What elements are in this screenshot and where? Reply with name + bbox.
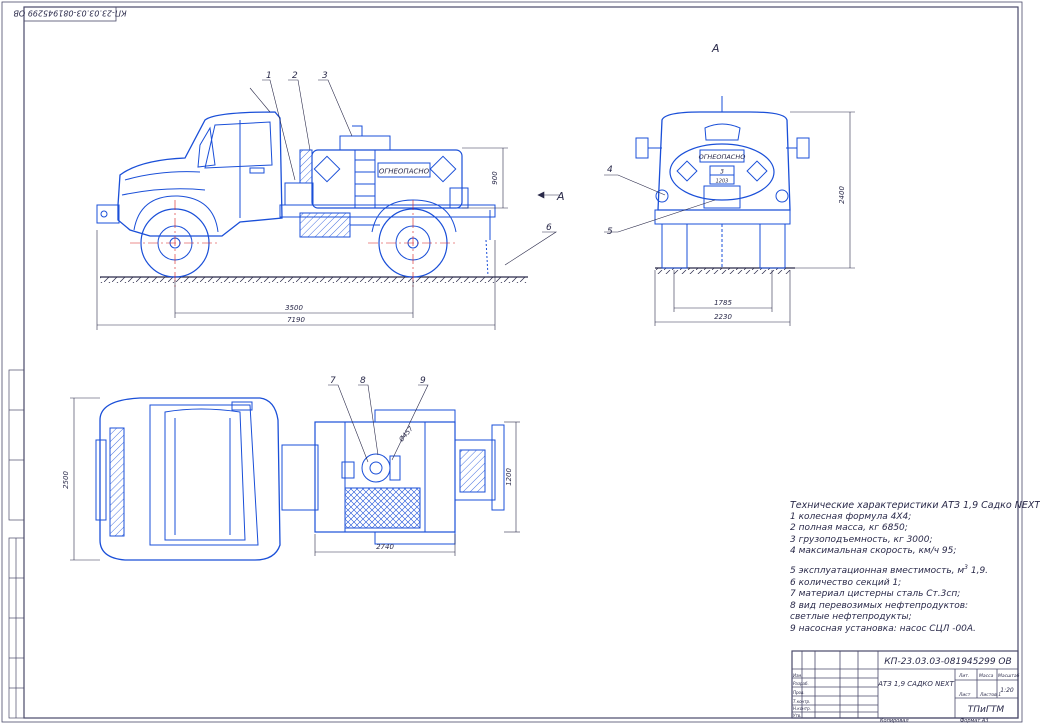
rear-dimensions (604, 111, 855, 326)
sheet-frame (1, 1, 1023, 723)
title-col-lit: Лит. (958, 673, 969, 679)
spec-line-6: 6 количество секций 1; (790, 577, 902, 588)
spec-line-9: 9 насосная установка: насос СЦЛ -00А. (790, 623, 976, 634)
title-sheet: Лист (958, 692, 971, 698)
title-doc-code: КП-23.03.03-081945299 ОВ (884, 657, 1011, 667)
dim-overall-length: 7190 (287, 316, 305, 324)
title-row-norm-control: Н.контр. (793, 706, 811, 711)
leader-4: 4 (607, 165, 613, 175)
plan-view (95, 397, 505, 561)
title-sheets: Листов 1 (979, 692, 1001, 698)
dim-wheelbase: 3500 (285, 304, 303, 312)
spec-line-3: 3 грузоподъемность, кг 3000; (790, 534, 933, 545)
dim-overall-height: 2400 (838, 186, 846, 204)
technical-specs: Технические характеристики АТЗ 1,9 Садко… (790, 500, 1040, 636)
leader-5: 5 (607, 227, 613, 237)
title-copied: Копировал (880, 718, 909, 724)
side-dimensions (96, 147, 560, 330)
svg-text:КП-23.03.03-081945299 ОВ: КП-23.03.03-081945299 ОВ (13, 9, 126, 18)
spec-line-5: 5 эксплуатационная вместимость, м3 1,9. (790, 562, 1020, 578)
leader-2: 2 (292, 71, 298, 81)
spec-line-2: 2 полная масса, кг 6850; (790, 523, 908, 534)
side-view: ОГНЕОПАСНО (96, 87, 528, 283)
dim-tank-height: 900 (491, 171, 499, 185)
title-col-mass: Масса (979, 673, 994, 679)
title-row-approved: Утв. (793, 713, 801, 718)
corner-stamp: КП-23.03.03-081945299 ОВ (13, 6, 127, 22)
spec-line-8b: светлые нефтепродукты; (790, 612, 912, 623)
title-row-tech-control: Т.контр. (793, 699, 810, 704)
section-mark: A (556, 190, 565, 203)
dim-rear-track: 1785 (714, 299, 732, 307)
title-col-scale: Масштаб (998, 673, 1020, 679)
spec-line-1: 1 колесная формула 4Х4; (790, 511, 912, 522)
title-scale: 1:20 (1000, 687, 1014, 694)
svg-text:1203: 1203 (716, 179, 729, 185)
spec-line-8: 8 вид перевозимых нефтепродуктов: (790, 600, 969, 611)
title-block (791, 650, 1019, 719)
spec-line-5-exp: 3 (964, 563, 968, 571)
svg-text:ОГНЕОПАСНО: ОГНЕОПАСНО (379, 168, 430, 176)
side-centerlines (130, 200, 458, 290)
title-format: Формат А3 (960, 718, 988, 724)
dim-overall-width: 2230 (714, 313, 732, 321)
title-name: АТЗ 1,9 САДКО NEXT (877, 680, 954, 688)
leader-7: 7 (330, 376, 336, 386)
rear-view: ОГНЕОПАСНО 3 1203 (635, 96, 810, 274)
rear-wheel (371, 199, 457, 278)
dim-tank-length: 2740 (376, 543, 394, 551)
svg-text:3: 3 (720, 169, 724, 176)
leader-1: 1 (266, 71, 272, 81)
view-label: A (711, 42, 720, 55)
spec-line-4: 4 максимальная скорость, км/ч 95; (790, 546, 957, 557)
svg-text:ОГНЕОПАСНО: ОГНЕОПАСНО (699, 153, 746, 161)
ground-line (100, 276, 528, 283)
fuel-tank-side: ОГНЕОПАСНО (311, 125, 463, 209)
dim-plan-width: 2500 (62, 471, 70, 489)
plan-dimensions (70, 384, 520, 561)
leader-6: 6 (546, 223, 552, 233)
title-row-change: Изм. (793, 673, 802, 678)
leader-3: 3 (322, 71, 328, 81)
dim-tank-width: 1200 (505, 468, 513, 486)
spec-line-7: 7 материал цистерны сталь Ст.3сп; (790, 589, 961, 600)
truck-cab (96, 87, 283, 237)
left-margin-strip (8, 369, 25, 719)
title-row-checker: Пров. (793, 690, 805, 695)
spec-line-5-text: 5 эксплуатационная вместимость, м (790, 565, 965, 576)
leader-lines-side (262, 79, 558, 266)
leader-8: 8 (360, 376, 366, 386)
title-org: ТПиГТМ (968, 705, 1005, 715)
leader-9: 9 (420, 376, 426, 386)
spec-line-5-value: 1,9. (968, 565, 989, 576)
chassis-frame (279, 149, 496, 240)
dim-hatch: Ø457 (397, 424, 416, 444)
title-row-developer: Разраб. (793, 681, 809, 686)
specs-title: Технические характеристики АТЗ 1,9 Садко… (790, 500, 1040, 511)
